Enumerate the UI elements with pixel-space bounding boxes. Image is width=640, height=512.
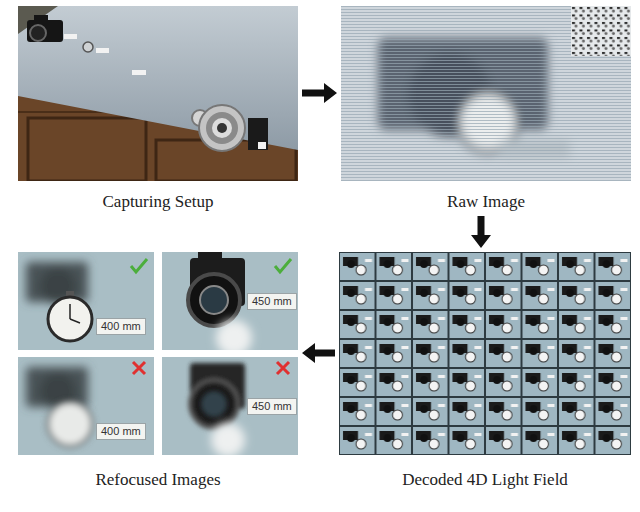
flow-arrow <box>471 216 491 248</box>
refocused-camera-good-part <box>216 320 252 350</box>
camera-object-part <box>34 15 48 21</box>
refocused-camera-bad-part-part <box>202 392 226 416</box>
setup-photo <box>18 6 298 181</box>
refocused-camera-bad-part <box>190 363 245 428</box>
camera-object-part <box>30 25 46 41</box>
camera-object <box>27 15 63 42</box>
refocused-camera-good-part <box>198 252 222 260</box>
refocused-watch-good-part <box>69 304 71 319</box>
panel-caption: Decoded 4D Light Field <box>339 470 631 490</box>
setup-photo-part <box>132 70 146 75</box>
refocused-watch-bad-part <box>48 402 92 446</box>
lens-assembly-part <box>217 123 227 133</box>
flow-arrow <box>302 83 337 103</box>
setup-photo-part <box>18 6 298 181</box>
refocused-watch-good-part <box>18 252 154 350</box>
figure-panel: Raw Image <box>341 6 631 212</box>
lens-assembly-part <box>206 112 238 144</box>
lens-assembly-part <box>248 118 268 150</box>
subaperture-grid <box>339 252 631 455</box>
refocused-watch-bad <box>18 357 154 455</box>
setup-photo-part <box>83 42 93 52</box>
refocused-camera-good-part <box>188 274 240 326</box>
lens-assembly-part <box>212 118 232 138</box>
setup-photo-part <box>96 48 109 53</box>
distance-label: 450 mm <box>247 293 297 310</box>
check-mark <box>275 259 291 272</box>
refocused-camera-good-part <box>200 286 228 314</box>
figure-panel: Capturing Setup <box>18 6 298 212</box>
lens-assembly-part <box>199 105 245 151</box>
refocused-camera-bad <box>162 357 298 455</box>
refocused-watch-good <box>18 252 154 350</box>
distance-label: 400 mm <box>96 423 146 440</box>
setup-photo-part <box>28 118 146 181</box>
raw-sensor-image-part <box>341 6 631 181</box>
figure-panel: Decoded 4D Light Field <box>339 252 631 490</box>
raw-sensor-image-part <box>341 6 631 181</box>
setup-photo-part <box>18 6 298 150</box>
refocused-watch-bad-part <box>18 357 154 455</box>
raw-inset <box>571 6 631 56</box>
refocused-camera-good <box>162 252 298 350</box>
check-mark <box>131 259 147 272</box>
raw-sensor-image <box>341 6 631 181</box>
figure-panel: Refocused Images <box>18 252 298 490</box>
distance-label: 400 mm <box>96 318 146 335</box>
distance-label: 450 mm <box>247 398 297 415</box>
cross-mark <box>133 362 145 374</box>
refocused-watch-good-part <box>48 297 92 341</box>
setup-photo-part <box>64 34 77 39</box>
lens-assembly <box>192 105 268 151</box>
flow-arrow <box>302 343 335 363</box>
refocused-camera-bad-part <box>211 423 245 455</box>
refocused-watch-good-part <box>70 319 80 323</box>
camera-object-part <box>27 20 63 42</box>
panel-caption: Refocused Images <box>18 470 298 490</box>
panel-caption: Raw Image <box>341 192 631 212</box>
cross-mark <box>277 362 289 374</box>
refocused-camera-bad-part-part <box>190 380 238 428</box>
panel-caption: Capturing Setup <box>18 192 298 212</box>
lens-assembly-part <box>258 142 266 149</box>
